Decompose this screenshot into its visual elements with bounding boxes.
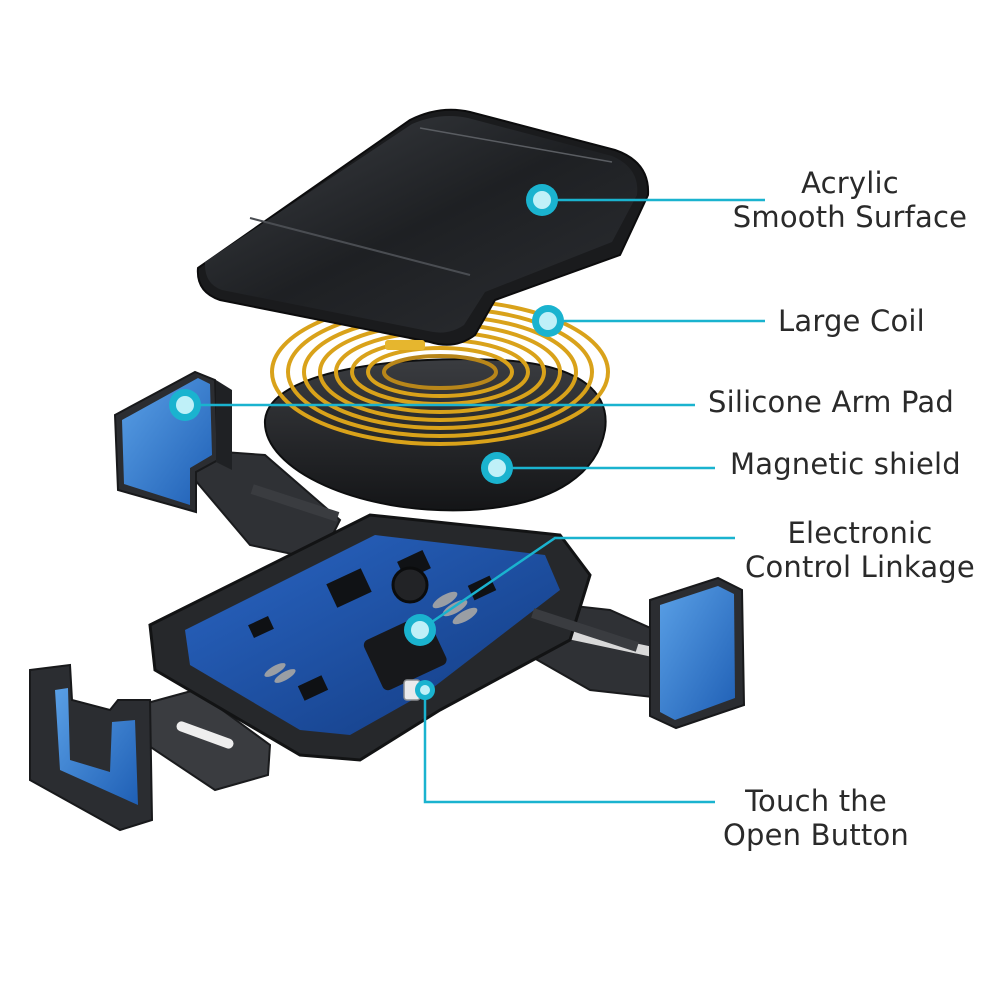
label-coil-text: Large Coil	[778, 304, 925, 338]
marker-button	[415, 680, 435, 700]
leader-button	[423, 690, 715, 804]
acrylic-top-plate	[196, 108, 650, 350]
label-shield: Magnetic shield	[730, 447, 961, 481]
marker-linkage	[404, 614, 436, 646]
marker-arm-pad	[169, 389, 201, 421]
label-linkage-line2: Control Linkage	[745, 550, 975, 584]
marker-shield	[481, 452, 513, 484]
left-lower-holder-arm	[29, 663, 272, 832]
label-linkage: Electronic Control Linkage	[742, 516, 978, 584]
label-acrylic-line2: Smooth Surface	[732, 200, 968, 234]
marker-coil	[532, 305, 564, 337]
marker-acrylic	[526, 184, 558, 216]
leader-lines	[185, 198, 765, 804]
label-arm-pad-text: Silicone Arm Pad	[708, 385, 954, 419]
base-housing	[148, 484, 639, 762]
label-acrylic-line1: Acrylic	[801, 166, 899, 200]
label-button-line2: Open Button	[722, 818, 909, 852]
label-coil: Large Coil	[778, 304, 925, 338]
label-button-line1: Touch the	[745, 784, 887, 818]
label-acrylic: Acrylic Smooth Surface	[730, 166, 970, 234]
label-arm-pad: Silicone Arm Pad	[708, 385, 954, 419]
label-shield-text: Magnetic shield	[730, 447, 961, 481]
label-button: Touch the Open Button	[718, 784, 914, 852]
label-linkage-line1: Electronic	[787, 516, 933, 550]
callout-markers	[169, 184, 564, 700]
leader-linkage	[419, 536, 735, 632]
